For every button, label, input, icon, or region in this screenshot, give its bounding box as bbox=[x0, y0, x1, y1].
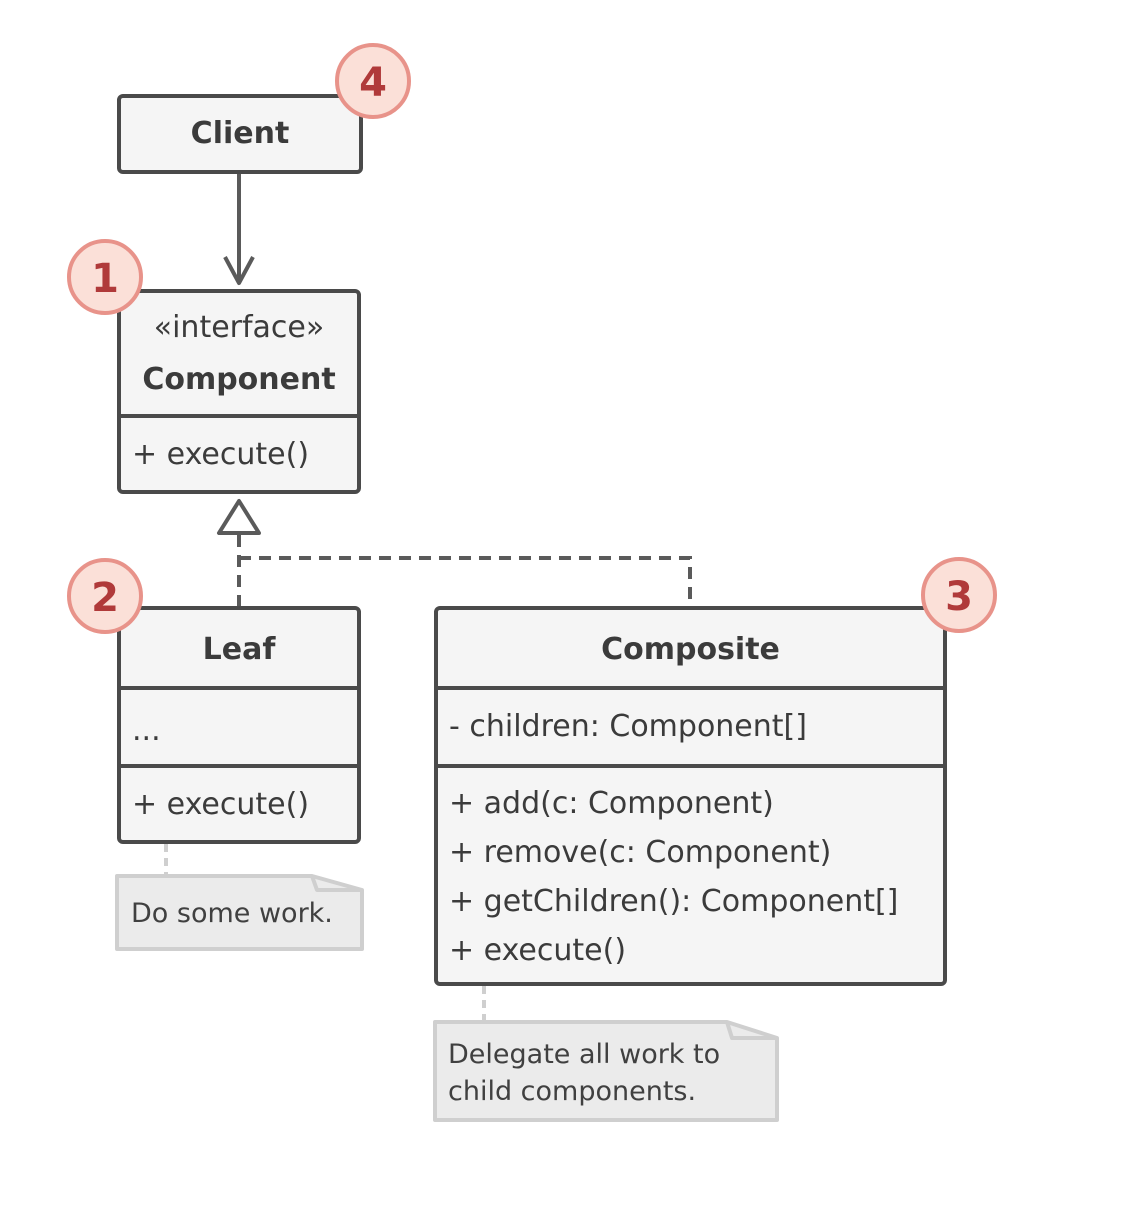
composite-field: - children: Component[] bbox=[449, 709, 807, 744]
badge-3: 3 bbox=[921, 557, 997, 633]
leaf-note-fold bbox=[310, 875, 362, 892]
composite-note-fold bbox=[725, 1021, 777, 1040]
badge-4: 4 bbox=[335, 43, 411, 119]
component-class-box: «interface» Component + execute() bbox=[117, 289, 361, 494]
composite-note-line-2: child components. bbox=[448, 1076, 697, 1107]
composite-method-execute: + execute() bbox=[449, 933, 627, 968]
composite-method-remove: + remove(c: Component) bbox=[449, 835, 832, 870]
composite-method-getchildren: + getChildren(): Component[] bbox=[449, 884, 899, 919]
leaf-method: + execute() bbox=[132, 787, 310, 822]
leaf-separator-2 bbox=[121, 764, 357, 768]
composite-title: Composite bbox=[601, 632, 780, 667]
leaf-note-shape bbox=[115, 874, 364, 951]
component-method: + execute() bbox=[132, 437, 310, 472]
leaf-separator-1 bbox=[121, 686, 357, 690]
composite-class-box: Composite - children: Component[] + add(… bbox=[434, 606, 947, 986]
leaf-class-box: Leaf ... + execute() bbox=[117, 606, 361, 844]
component-separator bbox=[121, 414, 357, 418]
badge-4-label: 4 bbox=[359, 60, 387, 106]
realization-line-composite bbox=[239, 556, 692, 606]
badge-2-label: 2 bbox=[91, 575, 119, 621]
badge-3-label: 3 bbox=[945, 574, 973, 620]
composite-separator-1 bbox=[438, 686, 943, 690]
component-stereotype: «interface» bbox=[153, 310, 325, 345]
composite-note-line-1: Delegate all work to bbox=[448, 1039, 721, 1070]
association-arrowhead bbox=[223, 256, 255, 285]
leaf-fields: ... bbox=[132, 713, 161, 748]
badge-1: 1 bbox=[67, 239, 143, 315]
client-title: Client bbox=[190, 116, 290, 151]
leaf-title: Leaf bbox=[202, 632, 276, 667]
leaf-note-text: Do some work. bbox=[131, 898, 333, 929]
client-class-box: Client bbox=[117, 94, 363, 174]
badge-2: 2 bbox=[67, 558, 143, 634]
composite-note-shape bbox=[433, 1020, 779, 1122]
composite-method-add: + add(c: Component) bbox=[449, 786, 774, 821]
realization-arrowhead bbox=[217, 499, 261, 535]
component-title: Component bbox=[142, 362, 336, 397]
composite-separator-2 bbox=[438, 764, 943, 768]
badge-1-label: 1 bbox=[91, 256, 119, 302]
